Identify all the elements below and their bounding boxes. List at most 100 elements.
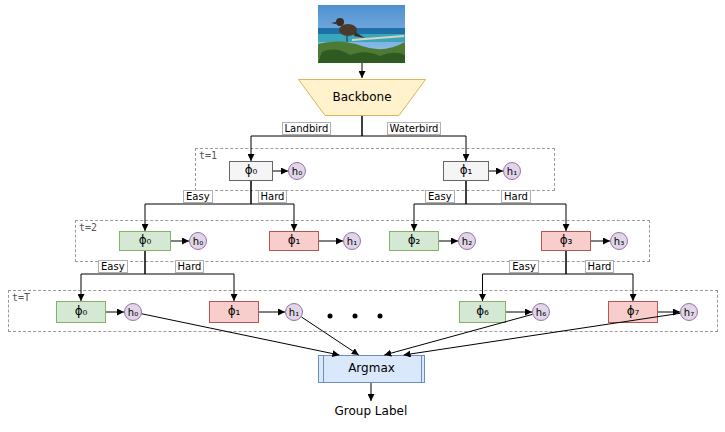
- edge-label: Easy: [98, 260, 128, 273]
- ellipsis-dot: [353, 314, 358, 319]
- connector-arrow: [439, 241, 458, 242]
- edge-label: Landbird: [282, 122, 332, 135]
- node-text: ϕ₃: [560, 234, 573, 247]
- process-bar: [421, 356, 422, 382]
- node-text: h₃: [614, 236, 624, 247]
- node-text: h₆: [536, 307, 546, 318]
- edge-label: Easy: [425, 190, 455, 203]
- node-text: h₁: [507, 166, 517, 177]
- edge-label: Hard: [175, 260, 205, 273]
- timestep-label: t=T: [12, 292, 30, 303]
- backbone-trapezoid: Backbone: [298, 79, 426, 116]
- connector-arrow: [259, 312, 285, 313]
- node-text: Argmax: [348, 362, 395, 375]
- edge-label: Hard: [258, 190, 288, 203]
- node-text: h₀: [193, 236, 203, 247]
- node-text: h₁: [347, 236, 357, 247]
- connector-arrow: [483, 251, 567, 301]
- node-text: h₂: [462, 236, 472, 247]
- easy-classifier-box: ϕ₀: [56, 301, 106, 323]
- node-text: h₀: [128, 307, 138, 318]
- connector-arrow: [566, 251, 633, 301]
- photo-foliage: [318, 41, 405, 63]
- photo-bird-head: [336, 18, 344, 26]
- connector-arrow: [251, 116, 362, 161]
- edge-label: Easy: [509, 260, 539, 273]
- node-text: ϕ₇: [627, 305, 640, 318]
- node-text: Backbone: [332, 91, 391, 104]
- input-arrow: [362, 63, 363, 78]
- trapezoid-shape: [299, 80, 426, 116]
- node-text: h₀: [292, 166, 302, 177]
- head-circle: h₀: [288, 162, 306, 180]
- node-text: ϕ₁: [460, 164, 473, 177]
- head-circle: h₃: [610, 232, 628, 250]
- easy-classifier-box: ϕ₂: [389, 231, 439, 251]
- photo-bird-tail: [354, 32, 365, 38]
- head-circle: h₁: [343, 232, 361, 250]
- connector-arrow: [251, 181, 294, 231]
- ellipsis-dot: [328, 314, 333, 319]
- node-text: ϕ₁: [228, 305, 241, 318]
- node-text: ϕ₂: [408, 234, 421, 247]
- connector-arrow: [466, 181, 566, 231]
- edge-label: Hard: [501, 190, 531, 203]
- node-text: ϕ₆: [476, 305, 489, 318]
- classifier-box: ϕ₁: [443, 161, 489, 181]
- node-text: h₇: [684, 307, 694, 318]
- ellipsis-dot: [378, 314, 383, 319]
- connector-arrow: [302, 317, 359, 355]
- connector-arrow: [145, 181, 251, 231]
- hard-classifier-box: ϕ₁: [209, 301, 259, 323]
- head-circle: h₀: [189, 232, 207, 250]
- head-circle: h₂: [458, 232, 476, 250]
- head-circle: h₁: [503, 162, 521, 180]
- timestep-label: t=1: [199, 150, 217, 161]
- edge-label: Waterbird: [387, 122, 442, 135]
- timestep-group: t=T ϕ₀ h₀ ϕ₁ h₁ ϕ₆ h₆ ϕ₇ h₇: [8, 290, 718, 332]
- node-text: ϕ₀: [245, 164, 258, 177]
- process-bar: [323, 356, 324, 382]
- hard-classifier-box: ϕ₇: [608, 301, 658, 323]
- edge-label: Hard: [585, 260, 615, 273]
- node-text: ϕ₀: [139, 234, 152, 247]
- easy-classifier-box: ϕ₀: [119, 231, 171, 251]
- hard-classifier-box: ϕ₁: [269, 231, 319, 251]
- photo-foliage-dark: [318, 50, 405, 63]
- connector-arrow: [319, 241, 343, 242]
- connector-arrow: [81, 251, 145, 301]
- node-text: ϕ₀: [75, 305, 88, 318]
- photo-sky: [318, 5, 405, 63]
- connector-arrow: [506, 312, 532, 313]
- argmax-box: Argmax: [318, 355, 425, 383]
- connector-arrow: [171, 241, 189, 242]
- connector-arrow: [489, 171, 503, 172]
- classifier-box: ϕ₀: [229, 161, 273, 181]
- connector-arrow: [273, 171, 288, 172]
- photo-bird-leg: [347, 36, 348, 42]
- easy-classifier-box: ϕ₆: [459, 301, 506, 323]
- output-label: Group Label: [335, 404, 408, 418]
- edge-label: Easy: [183, 190, 213, 203]
- head-circle: h₁: [285, 303, 303, 321]
- connector-arrow: [145, 251, 234, 301]
- node-text: ϕ₁: [288, 234, 301, 247]
- connector-arrow: [106, 312, 124, 313]
- photo-illustration: [318, 5, 405, 63]
- timestep-label: t=2: [79, 222, 97, 233]
- timestep-group: t=2 ϕ₀ h₀ ϕ₁ h₁ ϕ₂ h₂ ϕ₃ h₃: [75, 220, 650, 262]
- connector-arrow: [591, 241, 610, 242]
- hard-classifier-box: ϕ₃: [541, 231, 591, 251]
- photo-bird-body: [339, 24, 357, 36]
- connector-arrow: [658, 312, 680, 313]
- timestep-group: t=1 ϕ₀ h₀ ϕ₁ h₁: [195, 148, 555, 191]
- head-circle: h₀: [124, 303, 142, 321]
- connector-arrow: [362, 116, 466, 161]
- output-arrow: [371, 383, 372, 401]
- photo-shallows: [318, 34, 405, 42]
- connector-arrow: [414, 181, 466, 231]
- head-circle: h₆: [532, 303, 550, 321]
- head-circle: h₇: [680, 303, 698, 321]
- photo-bird-beak: [331, 22, 336, 24]
